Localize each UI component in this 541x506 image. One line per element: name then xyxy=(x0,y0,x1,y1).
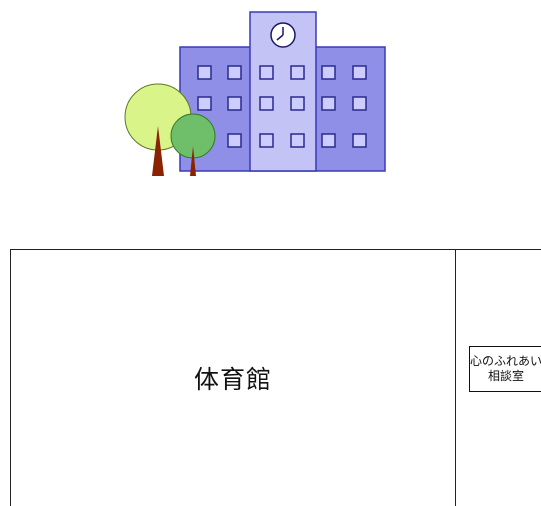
clock-icon xyxy=(270,22,296,48)
tree-icon xyxy=(124,83,216,176)
counseling-sign-line2: 相談室 xyxy=(487,369,524,383)
gymnasium-label: 体育館 xyxy=(193,365,272,394)
counseling-room-sign: 心のふれあい 相談室 xyxy=(469,346,541,392)
floor-plan: 体育館 心のふれあい 相談室 xyxy=(10,249,541,506)
school-building-icon xyxy=(124,11,386,176)
room-gymnasium: 体育館 xyxy=(10,249,456,506)
room-counseling-area: 心のふれあい 相談室 xyxy=(456,249,541,506)
counseling-sign-line1: 心のふれあい xyxy=(470,354,541,368)
